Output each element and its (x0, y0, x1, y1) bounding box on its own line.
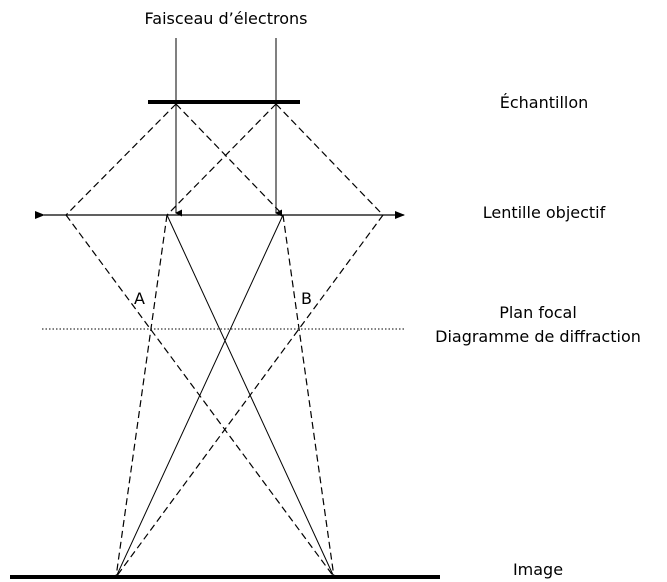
diffracted-ray-left-outer (65, 103, 177, 216)
diffracted-ray-right-inner (166, 103, 277, 216)
label-image: Image (513, 560, 563, 579)
marker-a: A (134, 289, 145, 308)
label-diffraction: Diagramme de diffraction (435, 327, 641, 346)
label-lens: Lentille objectif (483, 203, 606, 222)
image-ray-dash-inner-left (115, 214, 168, 578)
label-specimen: Échantillon (500, 93, 589, 112)
image-ray-dash-outer-left (65, 214, 335, 578)
label-beam: Faisceau d’électrons (145, 9, 308, 28)
image-ray-dash-inner-right (282, 214, 335, 578)
marker-b: B (301, 289, 312, 308)
image-ray-dash-outer-right (115, 214, 384, 578)
image-ray-solid-1 (166, 214, 335, 578)
diffracted-ray-right-outer (275, 103, 384, 216)
label-focal-plane: Plan focal (499, 303, 577, 322)
diffracted-ray-left-inner (175, 103, 284, 216)
